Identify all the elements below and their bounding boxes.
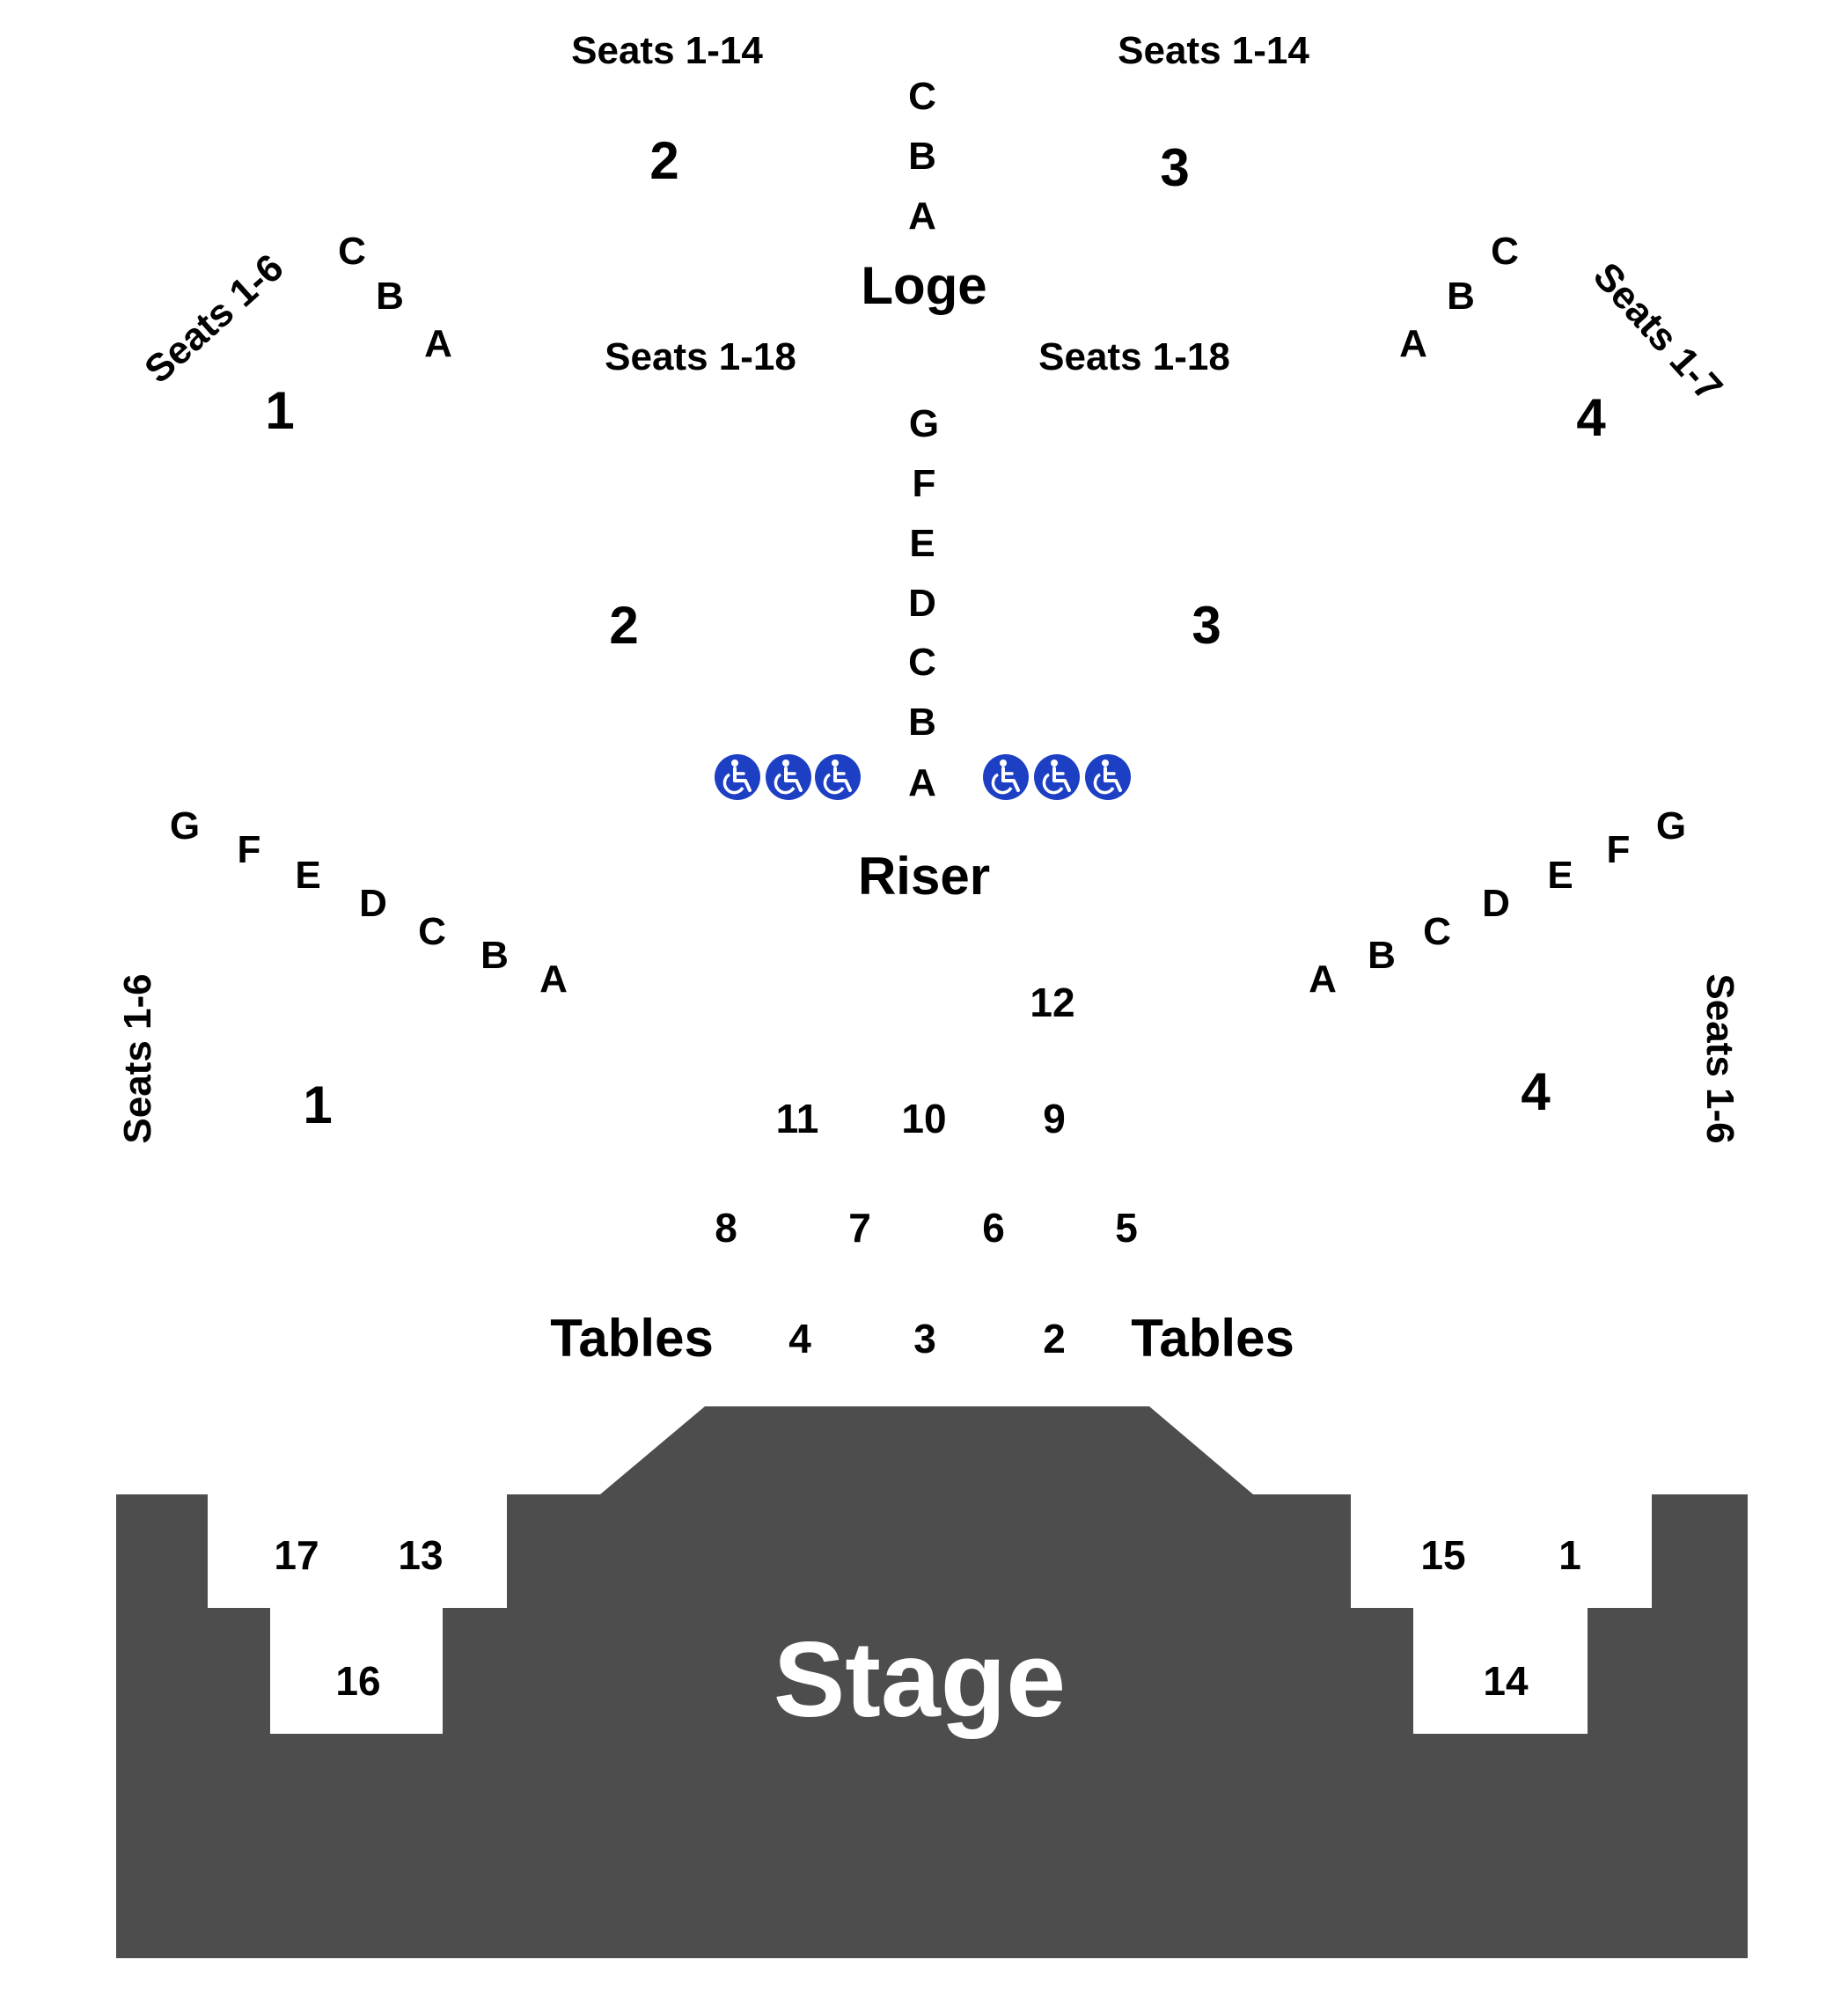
- riser-row-f: F: [913, 462, 936, 505]
- loge-section-3: 3: [1160, 138, 1189, 197]
- wheelchair-icon: [1085, 754, 1131, 800]
- riser-left-seats: Seats 1-18: [605, 335, 796, 378]
- riser-right-seats: Seats 1-18: [1038, 335, 1230, 378]
- riser-row-e: E: [909, 522, 935, 565]
- side-left-row-f: F: [238, 828, 261, 871]
- side-right-row-d: D: [1482, 882, 1510, 925]
- side-right-row-f: F: [1607, 828, 1631, 871]
- wheelchair-icon: [983, 754, 1029, 800]
- table-7: 7: [848, 1205, 871, 1251]
- loge-wing-right-section: 4: [1576, 388, 1606, 447]
- riser-row-g: G: [909, 402, 939, 445]
- riser-section-2: 2: [609, 596, 638, 655]
- table-3: 3: [913, 1316, 936, 1361]
- loge-row-c: C: [908, 75, 936, 118]
- riser-row-a: A: [908, 761, 936, 804]
- loge-wing-right-row-a: A: [1399, 322, 1427, 365]
- loge-title: Loge: [861, 256, 986, 315]
- table-10: 10: [901, 1096, 946, 1141]
- loge-wing-right-row-b: B: [1447, 275, 1475, 318]
- side-right-row-e: E: [1547, 854, 1573, 897]
- wheelchair-icon: [1034, 754, 1080, 800]
- loge-row-b: B: [908, 135, 936, 178]
- side-right-row-g: G: [1656, 804, 1686, 848]
- loge-left-seats: Seats 1-14: [571, 29, 763, 72]
- wheelchair-icon: [815, 754, 861, 800]
- side-right-row-a: A: [1309, 958, 1337, 1001]
- table-4: 4: [788, 1316, 811, 1361]
- table-8: 8: [715, 1205, 737, 1251]
- loge-wing-left-seats: Seats 1-6: [136, 246, 291, 392]
- riser-row-c: C: [908, 641, 936, 684]
- side-right-section: 4: [1521, 1062, 1551, 1121]
- accessible-seats-left: [715, 754, 861, 800]
- wheelchair-icon: [715, 754, 760, 800]
- tables-right-label: Tables: [1131, 1309, 1294, 1368]
- side-left-row-c: C: [418, 910, 446, 953]
- stage-area: [116, 1406, 1748, 1958]
- accessible-seats-right: [983, 754, 1131, 800]
- side-right-row-b: B: [1368, 934, 1396, 977]
- tables-left-label: Tables: [550, 1309, 714, 1368]
- side-left-row-g: G: [170, 804, 200, 848]
- loge-section-2: 2: [649, 131, 678, 190]
- table-11: 11: [776, 1096, 819, 1141]
- stage-box-16: 16: [335, 1658, 380, 1704]
- stage-box-17: 17: [274, 1532, 319, 1578]
- stage-label: Stage: [774, 1619, 1066, 1739]
- loge-wing-left-row-a: A: [424, 322, 452, 365]
- side-left-row-a: A: [539, 958, 568, 1001]
- side-left-row-e: E: [295, 854, 320, 897]
- side-left-section: 1: [303, 1075, 332, 1134]
- table-9: 9: [1043, 1096, 1066, 1141]
- loge-wing-left-row-c: C: [338, 230, 366, 273]
- stage-box-1: 1: [1558, 1532, 1581, 1578]
- loge-wing-left-row-b: B: [376, 275, 404, 318]
- side-left-row-b: B: [480, 934, 509, 977]
- table-2: 2: [1043, 1316, 1066, 1361]
- side-right-row-c: C: [1423, 910, 1451, 953]
- stage-box-14: 14: [1483, 1658, 1529, 1704]
- loge-wing-right-seats: Seats 1-7: [1585, 254, 1731, 409]
- side-right-seats: Seats 1-6: [1698, 973, 1742, 1143]
- table-5: 5: [1115, 1205, 1138, 1251]
- wheelchair-icon: [766, 754, 811, 800]
- riser-row-d: D: [908, 582, 936, 625]
- loge-right-seats: Seats 1-14: [1118, 29, 1309, 72]
- side-left-row-d: D: [359, 882, 387, 925]
- loge-row-a: A: [908, 194, 936, 238]
- riser-title: Riser: [858, 847, 990, 906]
- table-6: 6: [982, 1205, 1005, 1251]
- loge-wing-left-section: 1: [265, 381, 294, 440]
- riser-section-3: 3: [1192, 596, 1221, 655]
- riser-row-b: B: [908, 701, 936, 744]
- table-12: 12: [1030, 980, 1074, 1025]
- side-left-seats: Seats 1-6: [116, 973, 159, 1143]
- loge-wing-right-row-c: C: [1491, 230, 1519, 273]
- stage-box-13: 13: [398, 1532, 443, 1578]
- stage-box-15: 15: [1420, 1532, 1465, 1578]
